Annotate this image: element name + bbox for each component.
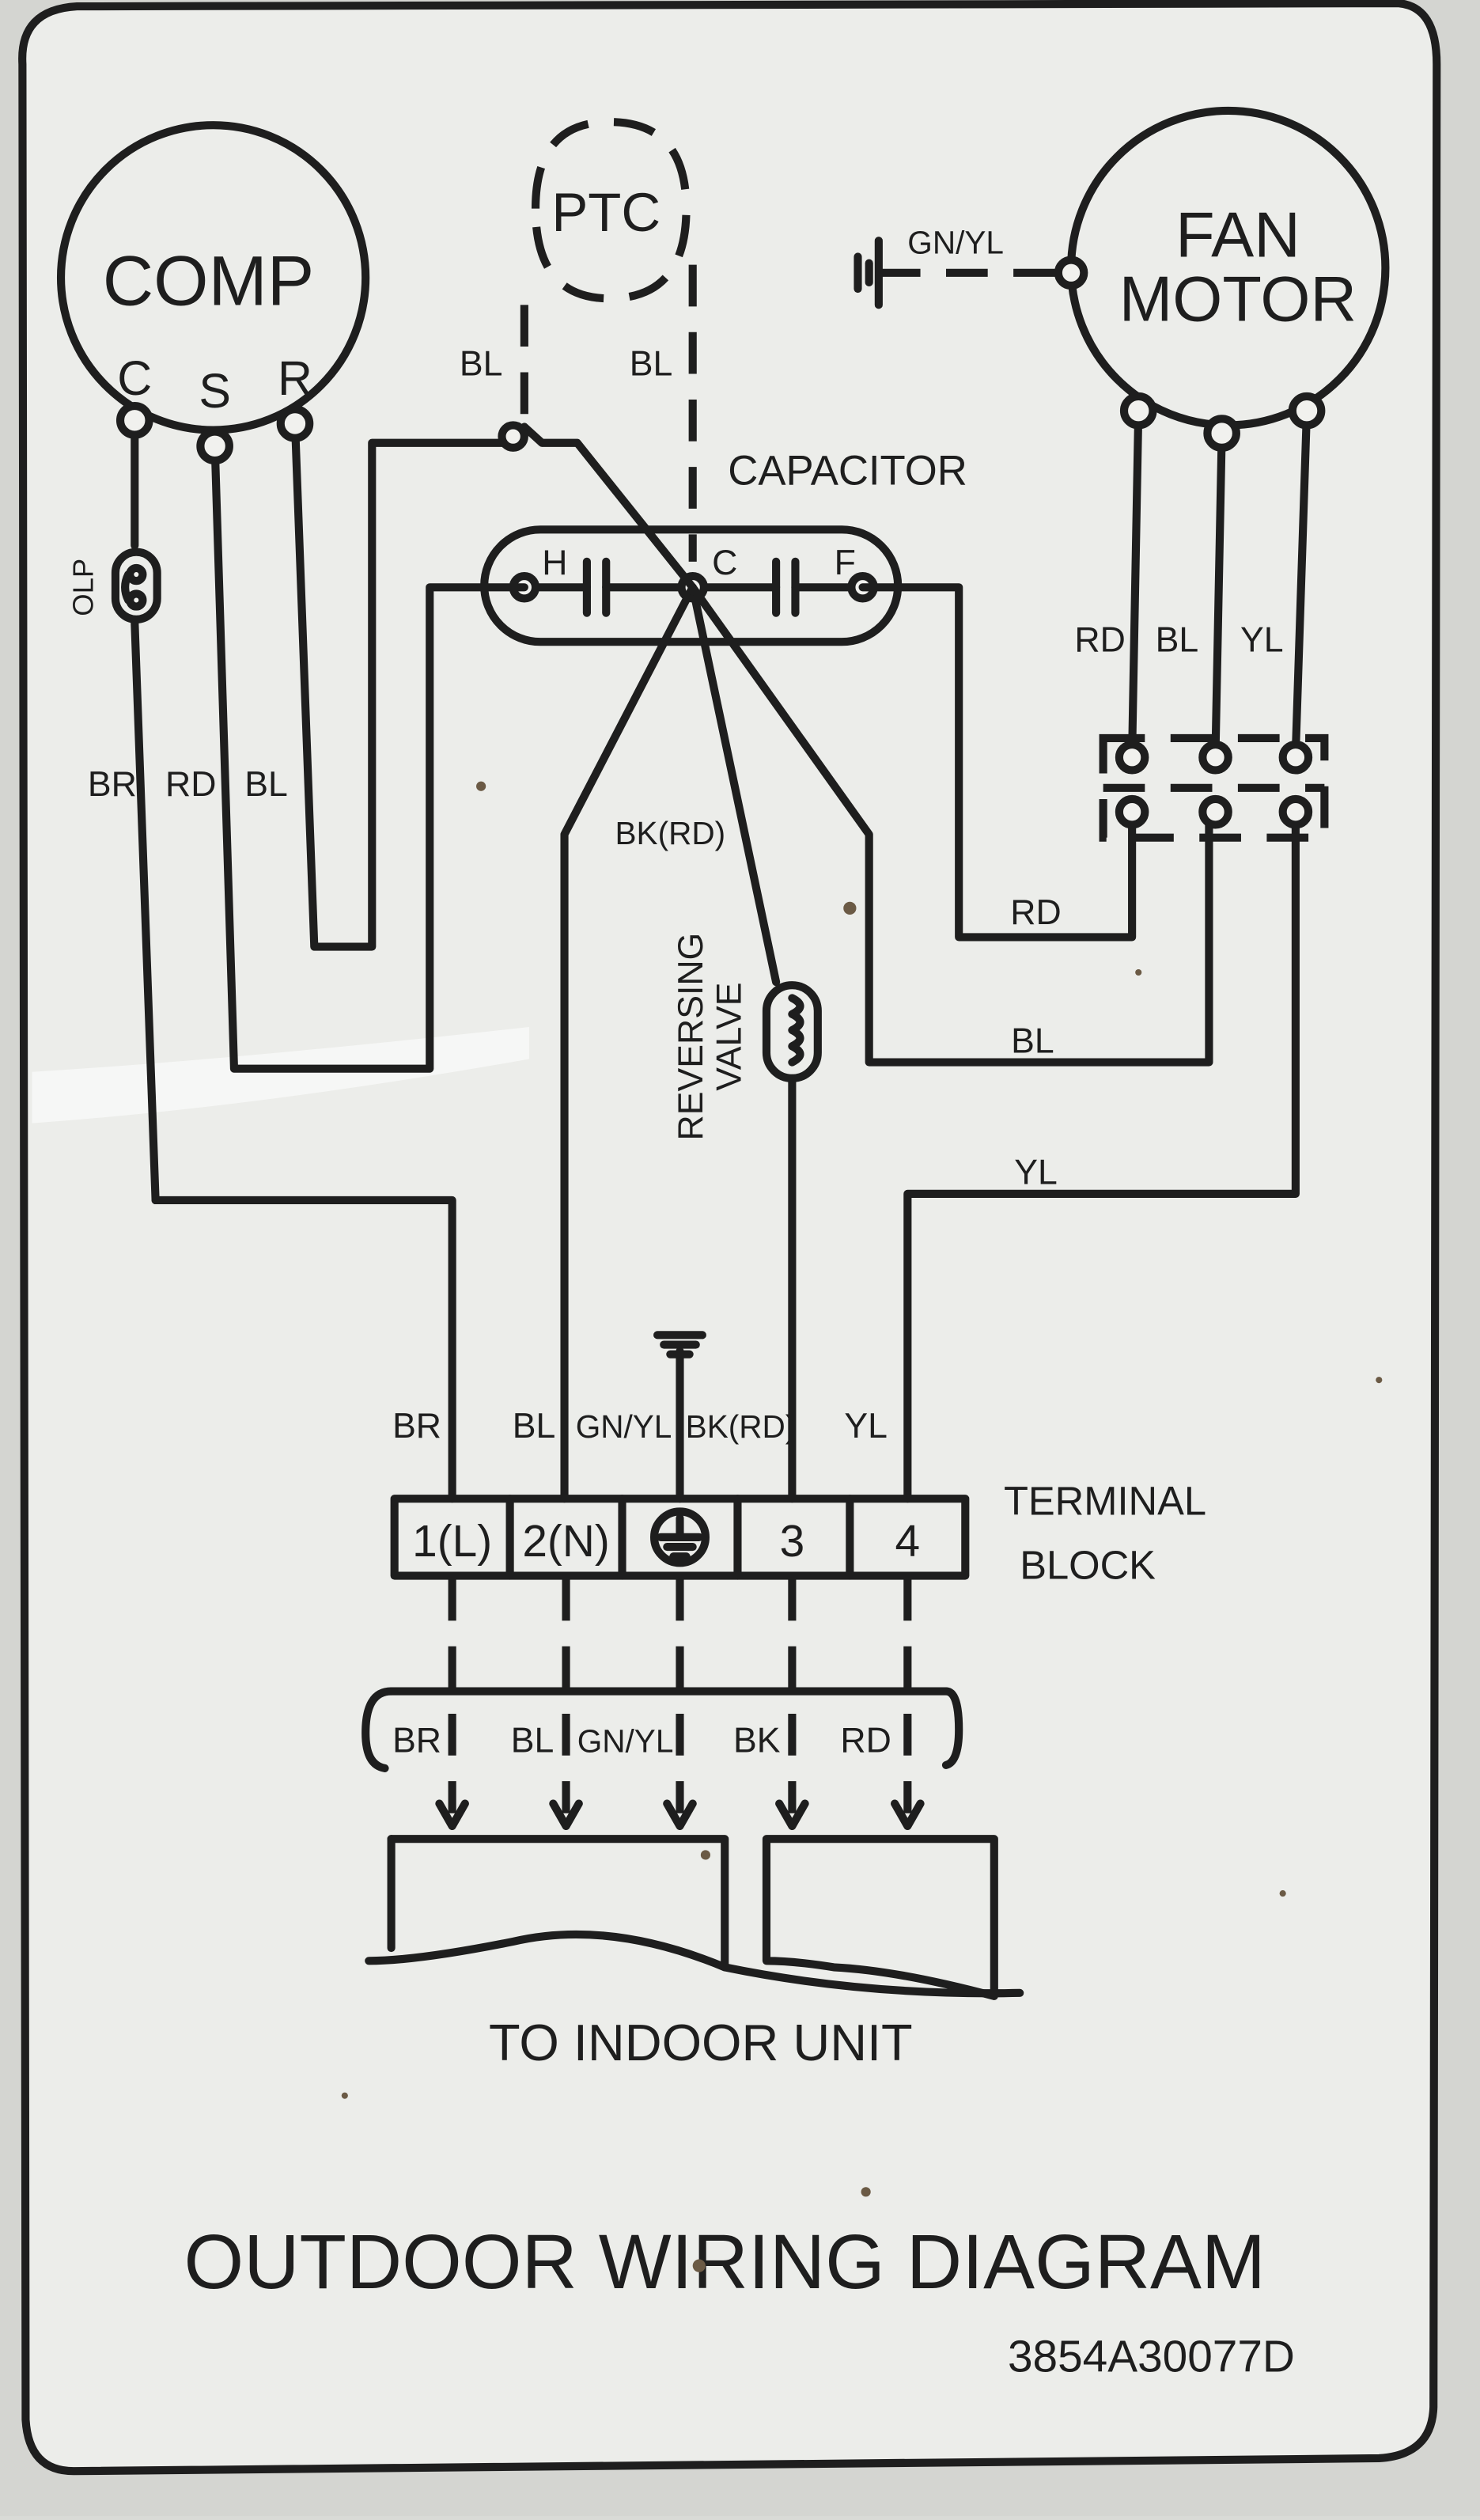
indoor-wire-gnyl: GN/YL — [577, 1723, 674, 1760]
wire-label-ptc-right: BL — [630, 345, 673, 384]
reversing-valve-label-line2: VALVE — [710, 983, 749, 1091]
reversing-valve: REVERSING VALVE — [672, 933, 822, 1141]
terminal-block-label-line1: TERMINAL — [1004, 1478, 1206, 1523]
wire-label-fan-yl: YL — [1240, 620, 1284, 659]
wire-label-comp-rd: RD — [165, 765, 216, 804]
wire-label-fan-bl: BL — [1156, 620, 1199, 659]
glare — [32, 1026, 529, 1124]
olp: OLP — [67, 548, 161, 623]
wire-label-comp-br: BR — [88, 765, 137, 804]
terminal-4-label: 4 — [895, 1517, 921, 1567]
reversing-valve-label-line1: REVERSING — [672, 933, 710, 1141]
compressor-label: COMP — [103, 241, 315, 320]
ptc-label: PTC — [551, 182, 661, 243]
paper-specks — [341, 781, 1383, 2272]
capacitor-terminal-c: C — [712, 544, 737, 582]
wire-label-tb-br: BR — [392, 1407, 441, 1446]
indoor-connection-wires — [361, 1578, 963, 1831]
part-number: 3854A30077D — [1008, 2332, 1295, 2382]
wire-label-comp-bl: BL — [244, 765, 288, 804]
wire-label-tb-bl: BL — [513, 1407, 556, 1446]
terminal-3-label: 3 — [780, 1517, 805, 1567]
indoor-wire-br: BR — [392, 1722, 441, 1760]
wire-label-ptc-left: BL — [460, 345, 503, 384]
ground-wire-label: GN/YL — [907, 224, 1004, 260]
compressor-terminal-r: R — [278, 351, 312, 405]
ptc: PTC — [520, 118, 697, 562]
olp-label: OLP — [67, 559, 100, 616]
indoor-unit-blocks — [365, 1835, 1024, 2000]
wire-label-right-bl: BL — [1011, 1021, 1054, 1060]
label-sheet — [18, 0, 1441, 2476]
wire-label-bk-rd: BK(RD) — [615, 815, 726, 851]
indoor-wire-bk: BK — [733, 1722, 781, 1760]
capacitor-terminal-h: H — [542, 544, 567, 582]
earth-terminal-icon — [649, 1507, 710, 1567]
wire-label-fan-rd: RD — [1074, 620, 1125, 659]
terminal-block: 1(L) 2(N) 3 4 — [390, 1495, 970, 1580]
diagram-title: OUTDOOR WIRING DIAGRAM — [184, 2219, 1266, 2305]
capacitor-label: CAPACITOR — [728, 447, 967, 494]
wire-label-right-rd: RD — [1010, 893, 1061, 932]
wire-label-tb-bkrd: BK(RD) — [686, 1408, 797, 1445]
wire-label-tb-gnyl: GN/YL — [576, 1408, 672, 1445]
fan-motor-label-line1: FAN — [1175, 199, 1300, 271]
compressor-terminal-s: S — [199, 364, 231, 418]
terminal-1-label: 1(L) — [412, 1517, 492, 1567]
terminal-2-label: 2(N) — [522, 1517, 609, 1567]
wire-label-tb-yl: YL — [844, 1407, 888, 1446]
wiring-lines — [131, 407, 1312, 1503]
indoor-wire-rd: RD — [840, 1722, 891, 1760]
indoor-unit-label: TO INDOOR UNIT — [489, 2014, 913, 2071]
ground-symbol-fan — [854, 237, 1088, 309]
compressor-terminal-c: C — [117, 351, 152, 405]
terminal-block-label-line2: BLOCK — [1020, 1543, 1156, 1588]
capacitor-terminal-f: F — [835, 544, 856, 582]
fan-connector — [1099, 733, 1329, 842]
fan-motor-label-line2: MOTOR — [1119, 264, 1357, 335]
indoor-wire-bl: BL — [511, 1722, 555, 1760]
wire-label-right-yl: YL — [1014, 1154, 1058, 1192]
